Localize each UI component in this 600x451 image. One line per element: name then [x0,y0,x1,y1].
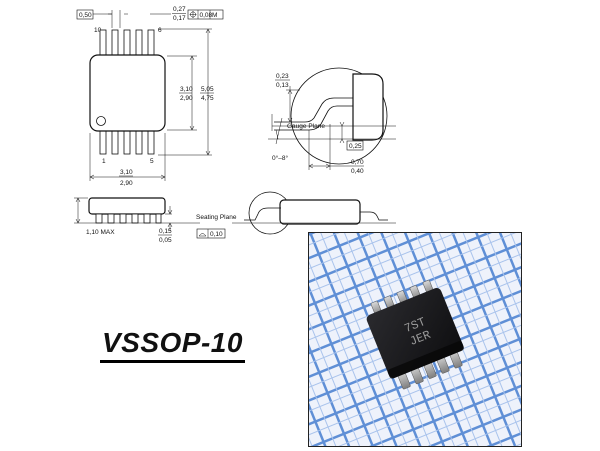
coplanarity-frame [196,228,226,239]
detail-body [279,199,361,225]
foot-length-max: 0,70 [351,159,364,166]
standoff-min: 0,05 [159,237,172,244]
side-lead [155,213,162,224]
pitch-box [76,9,94,20]
side-lead [107,213,115,224]
pin-top [99,29,107,58]
foot-length-min: 0,40 [351,168,364,175]
coplanarity-value: 0,10 [210,231,223,238]
gauge-height-box [346,140,364,151]
height-max: 1,10 MAX [86,229,115,236]
side-lead [95,213,103,224]
lead-thickness-max: 0,23 [276,73,289,80]
overall-width-max: 5,05 [201,86,214,93]
datum-m: M [212,12,217,19]
position-tol-value: 0,08 [200,12,213,19]
pin-top [135,29,143,58]
pin-bottom [123,127,131,155]
profile-symbol-icon [198,233,207,237]
lead-width-min: 0,17 [173,15,186,22]
angle-label: 0°–8° [272,154,288,162]
gauge-height: 0,25 [349,143,362,150]
side-detail [232,191,396,235]
chip-photo-illustration: 7ST JER [309,233,521,446]
side-lead [119,213,127,224]
overall-width-min: 4,75 [201,95,214,102]
chip: 7ST JER [366,279,464,390]
side-view: 1,10 MAX 0,15 0,05 Seating Plane 0,10 [74,197,237,244]
pin-5-label: 5 [150,158,154,165]
lead-thickness-min: 0,13 [276,82,289,89]
package-name-title: VSSOP-10 [100,326,245,363]
pin-top [123,29,131,58]
gauge-plane-label: Gauge Plane [287,123,325,130]
pin-bottom [147,127,155,155]
body-width-max: 3,10 [120,169,133,176]
side-lead [131,213,139,224]
standoff-max: 0,15 [159,228,172,235]
side-lead [143,213,151,224]
body-length-min: 2,90 [180,95,193,102]
position-tolerance-frame [187,9,224,20]
pin-bottom [135,127,143,155]
pin-1-label: 1 [102,158,106,165]
chip-photo: 7ST JER [308,232,522,447]
lead-detail-circle [290,67,388,165]
lead-detail: 0,23 0,13 Gauge Plane 0,25 0°–8° 0,70 0,… [268,67,396,175]
seating-plane-label: Seating Plane [196,214,237,221]
pin1-marker-icon [96,116,106,126]
pin-bottom [111,127,119,155]
body-length-max: 3,10 [180,86,193,93]
body-width-min: 2,90 [120,180,133,187]
pin-bottom [99,127,107,155]
pitch-label: 0,50 [79,12,92,19]
lead-width-max: 0,27 [173,6,186,13]
lead-detail-body [352,73,384,141]
package-body [89,54,166,132]
pin-top [111,29,119,58]
pin-10-label: 10 [94,27,102,34]
pin-6-label: 6 [158,27,162,34]
pin-top [147,29,155,58]
side-body [88,197,166,215]
top-view: 0,50 0,27 0,17 0,08 M 10 6 [76,6,224,187]
